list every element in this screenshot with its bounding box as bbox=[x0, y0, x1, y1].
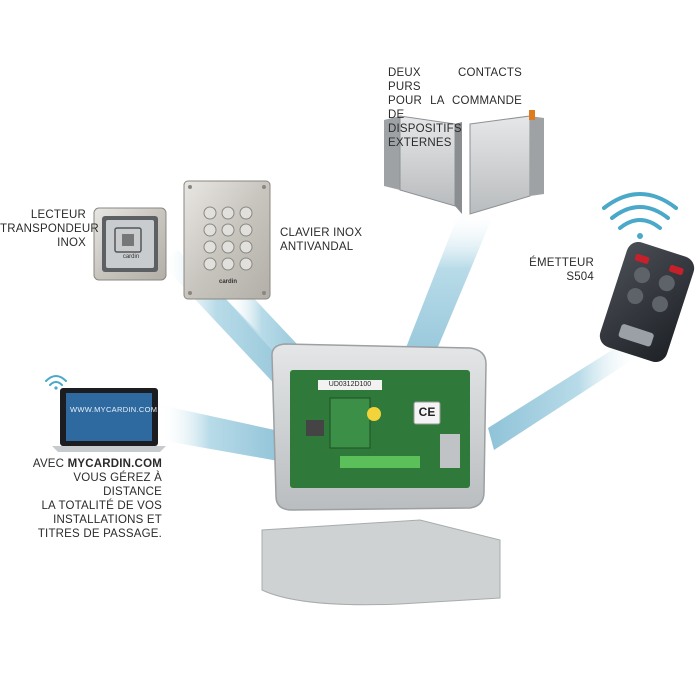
laptop-illustration bbox=[52, 388, 166, 452]
label-keypad-line-2: ANTIVANDAL bbox=[280, 241, 354, 253]
label-web-line-4: INSTALLATIONS ET bbox=[53, 514, 162, 526]
remote-illustration bbox=[599, 241, 695, 363]
reader-brand: cardin bbox=[122, 254, 140, 260]
controller-illustration bbox=[261, 343, 501, 606]
label-transmitter: ÉMETTEUR S504 bbox=[520, 256, 594, 284]
label-web-line-1: AVEC MYCARDIN.COM bbox=[30, 457, 162, 471]
beam-laptop bbox=[160, 405, 284, 462]
label-web: AVEC MYCARDIN.COM VOUS GÉREZ À DISTANCE … bbox=[30, 457, 162, 541]
wifi-icon bbox=[45, 375, 67, 390]
ce-mark: CE bbox=[418, 405, 436, 419]
laptop-screen-url: WWW.MYCARDIN.COM bbox=[70, 405, 158, 414]
label-reader-line-2: TRANSPONDEUR bbox=[0, 223, 99, 235]
label-web-prefix: AVEC bbox=[32, 458, 68, 470]
keypad-illustration bbox=[183, 180, 271, 300]
label-reader-line-3: INOX bbox=[57, 237, 86, 249]
beam-gate bbox=[398, 210, 492, 378]
label-reader: LECTEUR TRANSPONDEUR INOX bbox=[0, 208, 99, 250]
label-web-line-2: VOUS GÉREZ À DISTANCE bbox=[73, 472, 162, 498]
label-contacts-line-3: DISPOSITIFS EXTERNES bbox=[388, 123, 462, 149]
label-reader-line-1: LECTEUR bbox=[30, 209, 86, 221]
beam-remote bbox=[488, 340, 640, 450]
board-sticker: UD0312D100 bbox=[328, 381, 372, 388]
label-transmitter-line-1: ÉMETTEUR bbox=[529, 257, 594, 269]
label-transmitter-line-2: S504 bbox=[566, 271, 594, 283]
label-web-line-3: LA TOTALITÉ DE VOS bbox=[41, 500, 162, 512]
label-keypad-line-1: CLAVIER INOX bbox=[280, 227, 363, 239]
gate-illustration bbox=[384, 110, 544, 215]
label-contacts-line-1: DEUX CONTACTS PURS bbox=[388, 67, 522, 93]
label-contacts-line-2: POUR LA COMMANDE DE bbox=[388, 95, 522, 121]
label-contacts: DEUX CONTACTS PURS POUR LA COMMANDE DE D… bbox=[388, 66, 522, 150]
label-keypad: CLAVIER INOX ANTIVANDAL bbox=[280, 226, 380, 254]
label-web-line-5: TITRES DE PASSAGE. bbox=[37, 528, 162, 540]
wifi-icon bbox=[602, 192, 678, 239]
label-web-brand: MYCARDIN.COM bbox=[67, 458, 162, 470]
keypad-brand: cardin bbox=[218, 279, 237, 285]
transponder-reader-illustration bbox=[93, 207, 167, 281]
